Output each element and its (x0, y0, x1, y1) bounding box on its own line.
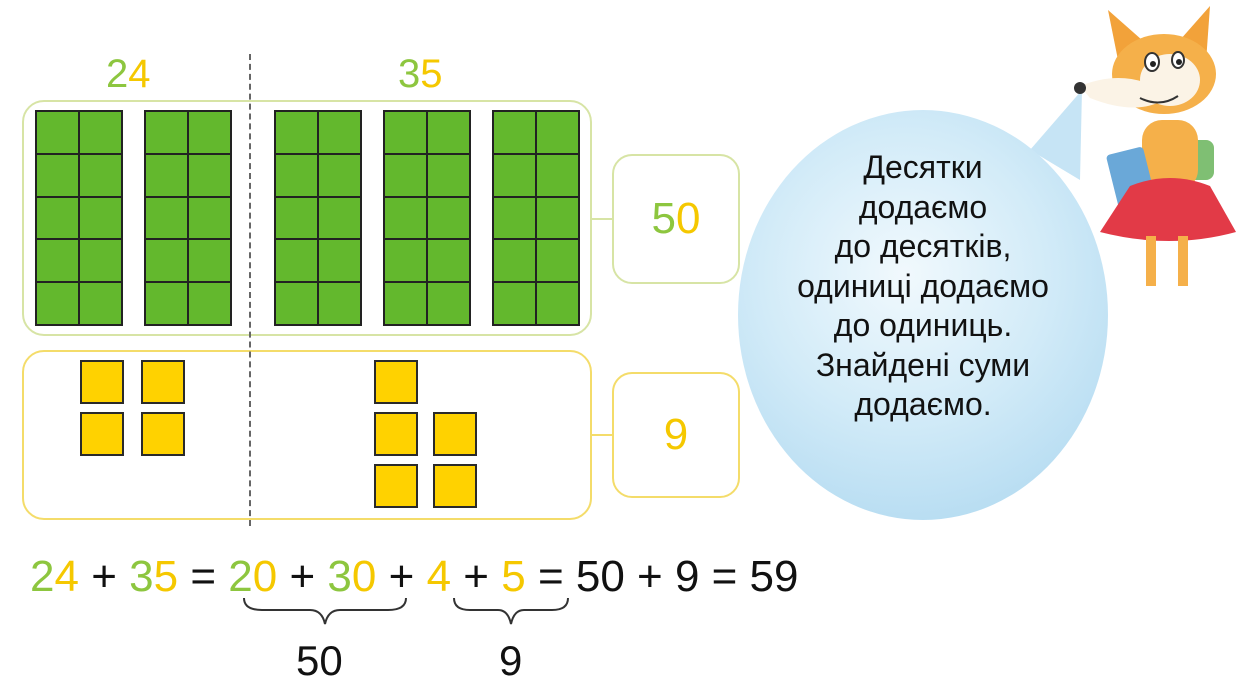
eq-plus: + (463, 552, 489, 601)
ones-brace-label: 9 (499, 637, 523, 684)
left-number-ones-digit: 4 (128, 52, 151, 96)
ten-rod (383, 110, 471, 326)
eq-a-ones: 4 (54, 552, 79, 601)
ten-rod (144, 110, 232, 326)
ones-panel (22, 350, 592, 520)
eq-plus: + (289, 552, 316, 601)
unit-cube (80, 412, 124, 456)
right-number-tens-digit: 3 (398, 52, 421, 96)
eq-a-tens: 2 (30, 552, 55, 601)
tens-brace-label: 50 (296, 637, 343, 684)
bubble-line: Знайдені суми (815, 346, 1031, 383)
ten-rod (274, 110, 362, 326)
unit-cube (374, 360, 418, 404)
unit-cube (80, 360, 124, 404)
ones-brace (453, 597, 569, 625)
bubble-line: Десятки (863, 149, 983, 185)
ones-sum-box: 9 (612, 372, 740, 498)
eq-b-tens: 3 (129, 552, 154, 601)
dashed-divider (249, 54, 251, 526)
left-number-label: 24 (106, 54, 151, 94)
bubble-line: додаємо. (854, 386, 992, 422)
bubble-line: додаємо (858, 188, 988, 225)
fox-with-book-icon (1074, 6, 1236, 286)
unit-cube (433, 464, 477, 508)
eq-b-ones: 5 (153, 552, 179, 601)
bubble-line: до десятків, (834, 228, 1012, 264)
ones-sum-value: 9 (663, 410, 689, 459)
eq-equals: = (190, 552, 217, 601)
left-number-tens-digit: 2 (106, 52, 129, 96)
eq-plus: + (388, 552, 415, 601)
unit-cube (374, 464, 418, 508)
ten-rod (492, 110, 580, 326)
speech-bubble (738, 110, 1108, 520)
bubble-line: до одиниць. (833, 307, 1013, 343)
speech-bubble-tail (1030, 90, 1082, 180)
eq-term1-tens: 2 (228, 552, 253, 601)
eq-term2-ones: 0 (351, 552, 377, 601)
unit-cube (141, 412, 185, 456)
eq-result: = 50 + 9 = 59 (537, 552, 799, 601)
ten-rod (35, 110, 123, 326)
eq-unit1: 4 (426, 552, 452, 601)
unit-cube (374, 412, 418, 456)
tens-connector (592, 218, 614, 220)
tens-sum-ones-digit: 0 (676, 194, 701, 243)
right-number-label: 35 (398, 54, 443, 94)
tens-panel (22, 100, 592, 336)
eq-term2-tens: 3 (327, 552, 352, 601)
unit-cube (141, 360, 185, 404)
tens-brace (243, 597, 407, 625)
tens-sum-tens-digit: 5 (651, 194, 676, 243)
equation: 24 + 35 = 20 + 30 + 4 + 5 = 50 + 9 = 59 (30, 552, 799, 602)
eq-unit2: 5 (501, 552, 526, 601)
ones-connector (592, 434, 614, 436)
speech-bubble-text: Десятки додаємо до десятків, одиниці дод… (738, 148, 1108, 425)
unit-cube (433, 412, 477, 456)
eq-plus: + (91, 552, 117, 601)
right-number-ones-digit: 5 (420, 52, 443, 96)
bubble-line: одиниці додаємо (797, 267, 1049, 304)
eq-term1-ones: 0 (252, 552, 278, 601)
